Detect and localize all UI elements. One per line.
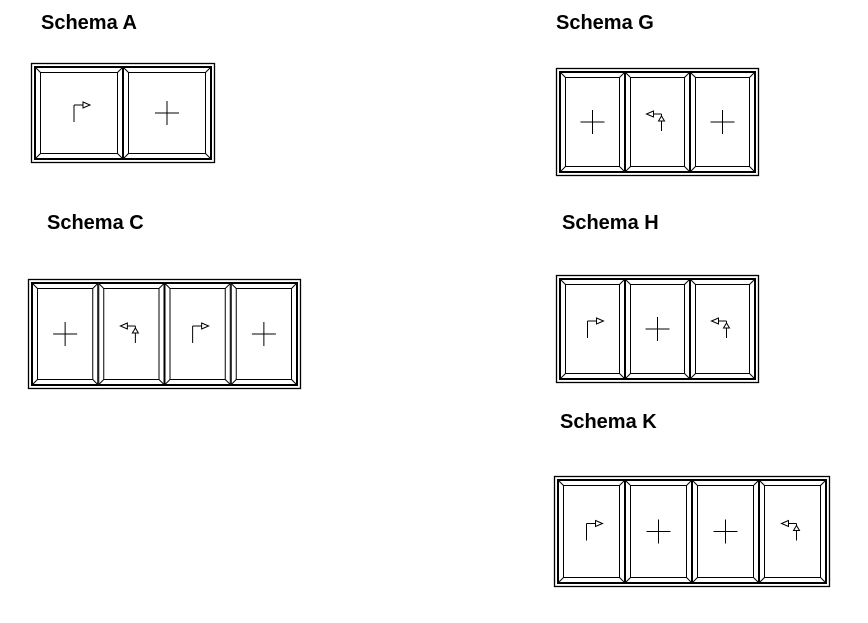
- schema-h-window: [555, 274, 760, 384]
- slide-arrow-icon: [586, 519, 604, 541]
- schema-h-panel-2: [625, 279, 690, 379]
- schema-k-outer-frame: [553, 475, 831, 588]
- schema-k-inner-frame: [557, 479, 827, 584]
- schema-g-outer-frame: [555, 67, 760, 177]
- schema-k-panel-1: [558, 480, 625, 583]
- slide-arrow-reverse-icon: [710, 317, 731, 338]
- schema-c-inner-frame: [31, 282, 298, 386]
- schema-a-panel-2: [123, 67, 211, 159]
- schema-g-panel-2: [625, 72, 690, 172]
- schema-h-outer-frame: [555, 274, 760, 384]
- schema-h-panel-3: [690, 279, 755, 379]
- schema-a-outer-frame: [30, 62, 216, 164]
- schema-h-inner-frame: [559, 278, 756, 380]
- schema-c-window: [27, 278, 302, 390]
- schema-c-panel-2: [98, 283, 165, 385]
- plus-icon: [53, 322, 78, 346]
- schema-k-panel-3: [692, 480, 759, 583]
- schema-a-window: [30, 62, 216, 164]
- schema-k-panel-4: [759, 480, 826, 583]
- schema-k-title: Schema K: [560, 411, 657, 433]
- schema-h-panel-1: [560, 279, 625, 379]
- slide-arrow-icon: [587, 317, 605, 338]
- plus-icon: [713, 519, 738, 544]
- slide-arrow-reverse-icon: [645, 110, 666, 131]
- schema-g-panel-1: [560, 72, 625, 172]
- schema-a-title: Schema A: [41, 12, 137, 34]
- schema-c-panel-4: [230, 283, 297, 385]
- schema-c-panel-1: [32, 283, 99, 385]
- schema-g-inner-frame: [559, 71, 756, 173]
- schema-c-outer-frame: [27, 278, 302, 390]
- schema-k-window: [553, 475, 831, 588]
- schema-k-panel-2: [625, 480, 692, 583]
- plus-icon: [645, 317, 670, 341]
- schema-g-panel-3: [690, 72, 755, 172]
- plus-icon: [155, 101, 179, 125]
- plus-icon: [710, 110, 735, 134]
- schema-a-panel-1: [35, 67, 123, 159]
- plus-icon: [251, 322, 276, 346]
- slide-arrow-icon: [192, 322, 210, 343]
- schema-a-inner-frame: [34, 66, 212, 160]
- schema-c-panel-3: [164, 283, 231, 385]
- slide-arrow-icon: [73, 101, 92, 122]
- plus-icon: [646, 519, 671, 544]
- schema-g-window: [555, 67, 760, 177]
- schema-c-title: Schema C: [47, 212, 144, 234]
- schema-g-title: Schema G: [556, 12, 654, 34]
- slide-arrow-reverse-icon: [119, 322, 140, 343]
- plus-icon: [580, 110, 605, 134]
- schema-h-title: Schema H: [562, 212, 659, 234]
- slide-arrow-reverse-icon: [780, 519, 801, 541]
